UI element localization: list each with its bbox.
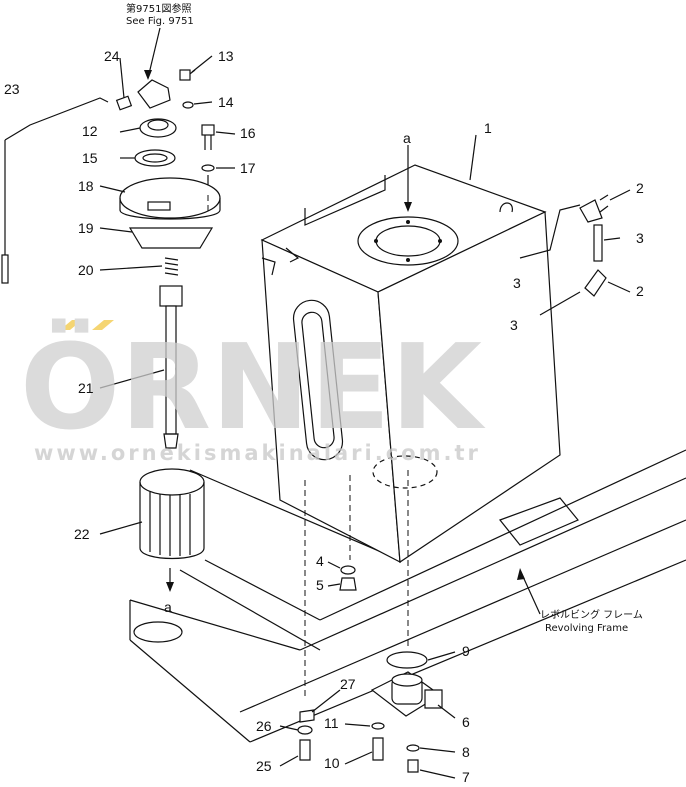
callout-27: 27 bbox=[340, 676, 356, 692]
callout-a-top: a bbox=[403, 130, 411, 146]
assembly-lines bbox=[207, 195, 409, 700]
callout-25: 25 bbox=[256, 758, 272, 774]
callout-20: 20 bbox=[78, 262, 94, 278]
callout-a-bottom: a bbox=[164, 599, 172, 615]
watermark: ÖRNEK www.ornekismakinalari.com.tr bbox=[20, 318, 487, 465]
frame-label-en: Revolving Frame bbox=[545, 623, 628, 634]
callout-17: 17 bbox=[240, 160, 256, 176]
watermark-accent-left bbox=[60, 320, 82, 330]
callout-7: 7 bbox=[462, 769, 470, 785]
callout-11: 11 bbox=[324, 715, 339, 731]
watermark-brand: ÖRNEK bbox=[20, 318, 487, 456]
callout-13: 13 bbox=[218, 48, 234, 64]
callout-1: 1 bbox=[484, 120, 492, 136]
callout-2-bottom: 2 bbox=[636, 283, 644, 299]
callout-10: 10 bbox=[324, 755, 340, 771]
tank-mark-2: 3 bbox=[510, 317, 518, 333]
leader-lines bbox=[99, 27, 631, 779]
watermark-url: www.ornekismakinalari.com.tr bbox=[34, 441, 481, 465]
callout-6: 6 bbox=[462, 714, 470, 730]
callout-5: 5 bbox=[316, 577, 324, 593]
callout-9: 9 bbox=[462, 643, 470, 659]
callout-18: 18 bbox=[78, 178, 94, 194]
callout-12: 12 bbox=[82, 123, 98, 139]
callout-14: 14 bbox=[218, 94, 234, 110]
callout-21: 21 bbox=[78, 380, 94, 396]
see-fig-note-jp: 第9751図参照 bbox=[126, 2, 191, 15]
callout-15: 15 bbox=[82, 150, 98, 166]
callout-19: 19 bbox=[78, 220, 94, 236]
callout-23: 23 bbox=[4, 81, 20, 97]
filter-assembly bbox=[1, 69, 221, 592]
tank-mark-1: 3 bbox=[513, 275, 521, 291]
bottom-fittings bbox=[297, 565, 443, 773]
hydraulic-tank: 3 3 bbox=[260, 164, 561, 564]
watermark-accent-right bbox=[92, 320, 114, 330]
callout-3: 3 bbox=[636, 230, 644, 246]
callout-8: 8 bbox=[462, 744, 470, 760]
revolving-frame bbox=[129, 449, 686, 743]
callout-2-top: 2 bbox=[636, 180, 644, 196]
callout-4: 4 bbox=[316, 553, 324, 569]
frame-label-jp: レボルビング フレーム bbox=[540, 608, 643, 621]
see-fig-note-en: See Fig. 9751 bbox=[126, 16, 194, 27]
callout-16: 16 bbox=[240, 125, 256, 141]
callout-26: 26 bbox=[256, 718, 272, 734]
hose-assembly bbox=[519, 194, 609, 316]
callout-24: 24 bbox=[104, 48, 120, 64]
callouts: 1 2 3 2 4 5 6 7 8 9 10 11 12 13 14 15 16… bbox=[4, 48, 644, 785]
callout-22: 22 bbox=[74, 526, 90, 542]
